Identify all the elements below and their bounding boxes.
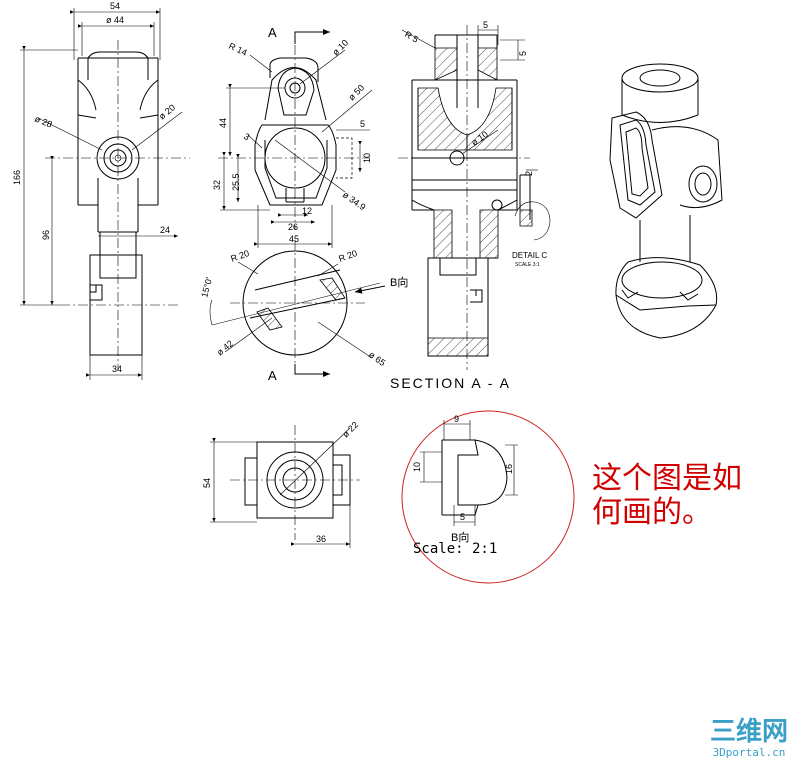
section-title: SECTION A - A [390, 375, 511, 391]
top-dim-54: 54 [202, 478, 212, 488]
detail-b-label: B向 [451, 530, 469, 544]
section-view: R 5 5 5 ø 10 2 DETAIL C SCALE 3:1 SECTIO… [390, 20, 551, 391]
isometric-view [609, 63, 723, 339]
side-dim-10: 10 [362, 153, 372, 163]
question-annotation: 这个图是如何画的。 [592, 461, 742, 530]
section-dim-5a: 5 [483, 20, 488, 30]
round-arrow-label: B向 [390, 275, 408, 289]
detail-b-dim-16: 16 [504, 464, 514, 474]
front-view: 54 ø 44 166 96 ø 28 ø 20 24 34 [12, 1, 190, 380]
round-dim-r20-right: R 20 [337, 248, 358, 264]
side-dim-r14: R 14 [227, 41, 248, 58]
front-dim-34: 34 [112, 364, 122, 374]
detail-c-scale: SCALE 3:1 [515, 262, 540, 268]
detail-b-scale: Scale: 2:1 [413, 541, 497, 557]
round-dim-angle: 15°0' [199, 276, 214, 299]
watermark-brand: 三维网 [709, 717, 788, 747]
round-dim-d42: ø 42 [215, 338, 235, 357]
section-dim-2: 2 [524, 171, 534, 176]
front-dim-96: 96 [41, 230, 51, 240]
side-dim-3: 3 [242, 131, 251, 142]
front-dim-d20: ø 20 [157, 102, 177, 121]
detail-b: 9 10 16 5 B向 Scale: 2:1 [401, 410, 575, 584]
side-dim-5: 5 [360, 119, 365, 129]
detail-b-dim-9: 9 [454, 414, 459, 424]
side-dim-25-5: 25.5 [231, 173, 241, 191]
top-view: ø 22 54 36 [202, 420, 360, 548]
front-dim-166: 166 [12, 170, 22, 185]
detail-b-dim-10: 10 [412, 462, 422, 472]
watermark-url: 3Dportal.cn [712, 746, 786, 759]
round-view: 15°0' R 20 R 20 ø 42 ø 65 B向 A [199, 240, 408, 383]
detail-b-dim-5: 5 [460, 512, 465, 522]
side-dim-32: 32 [212, 180, 222, 190]
round-dim-d65: ø 65 [367, 349, 387, 368]
side-section-mark: A [268, 25, 277, 40]
round-section-mark: A [268, 368, 277, 383]
side-dim-26: 26 [288, 222, 298, 232]
top-dim-36: 36 [316, 534, 326, 544]
top-dim-d22: ø 22 [340, 420, 360, 440]
side-dim-44: 44 [218, 118, 228, 128]
side-dim-d50: ø 50 [346, 83, 366, 103]
side-dim-d10: ø 10 [330, 38, 350, 58]
side-dim-45: 45 [289, 234, 299, 244]
detail-b-circle [401, 410, 575, 584]
section-dim-5b: 5 [518, 51, 528, 56]
detail-c-label: DETAIL C [512, 251, 547, 260]
side-view: A R 14 ø 10 ø 50 44 3 5 10 32 [212, 25, 373, 248]
section-dim-r5: R 5 [403, 29, 420, 45]
round-dim-r20-left: R 20 [229, 248, 250, 264]
front-dim-54: 54 [110, 1, 120, 11]
front-dim-24: 24 [160, 225, 170, 235]
front-dim-d28: ø 28 [33, 114, 53, 130]
front-dim-d44: ø 44 [106, 15, 124, 25]
watermark-logo: 三维网 3Dportal.cn [700, 718, 798, 759]
side-dim-12: 12 [302, 206, 312, 216]
side-dim-d34-9: ø 34.9 [341, 189, 368, 212]
